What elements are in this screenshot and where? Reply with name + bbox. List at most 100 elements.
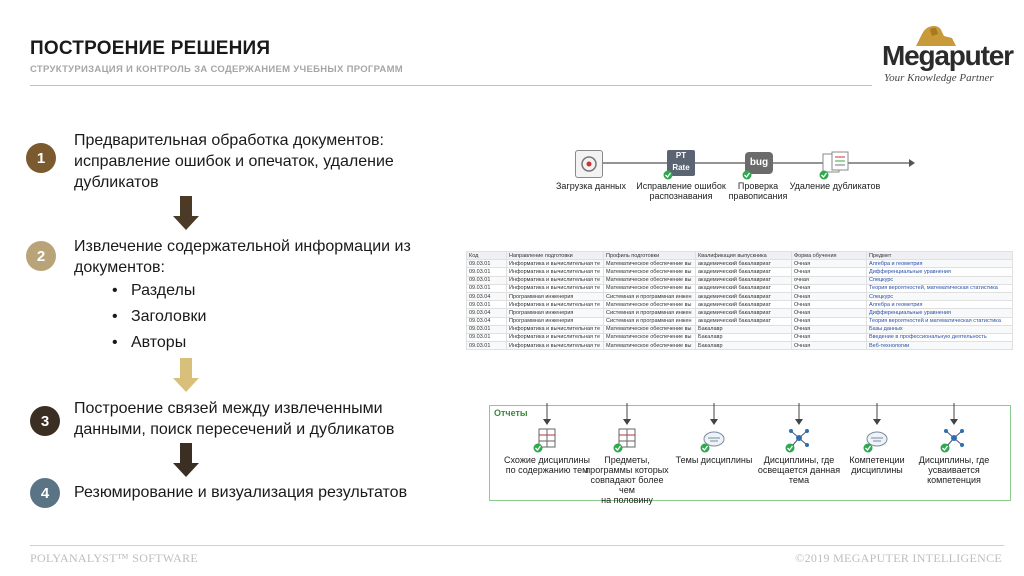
report-table-icon[interactable] [536, 427, 558, 449]
word-cloud-icon[interactable] [866, 427, 888, 449]
table-cell: Дифференциальные уравнения [866, 308, 1013, 318]
connector-arrow-icon [623, 403, 631, 425]
connector-arrow-icon [873, 403, 881, 425]
table-cell: академический бакалавриат [695, 291, 792, 302]
table-cell: академический бакалавриат [695, 283, 792, 293]
column-header[interactable]: Профиль подготовки [603, 250, 696, 261]
column-header[interactable]: Направление подготовки [506, 250, 604, 261]
table-cell: 09.03.01 [466, 259, 507, 269]
table-cell: 09.03.01 [466, 267, 507, 277]
table-cell: 09.03.04 [466, 316, 507, 326]
table-cell: Информатика и вычислительная те [506, 283, 604, 293]
check-icon [742, 170, 752, 180]
table-cell: Очная [791, 324, 867, 334]
column-header[interactable]: Предмет [866, 250, 1013, 261]
table-cell: Очная [791, 291, 867, 302]
table-cell: Алгебра и геометрия [866, 259, 1013, 269]
table-cell: академический бакалавриат [695, 308, 792, 318]
bullet-item: • Заголовки [112, 308, 207, 325]
table-cell: Математическое обеспечение вы [603, 259, 696, 269]
table-cell: 09.03.01 [466, 275, 507, 285]
table-cell: 09.03.01 [466, 324, 507, 334]
table-cell: Программная инженерия [506, 291, 604, 302]
header-divider [30, 85, 872, 86]
typo-correction-node[interactable]: PT Rate [667, 150, 695, 176]
table-cell: академический бакалавриат [695, 275, 792, 285]
table-cell: Системная и программная инжен [603, 291, 696, 302]
sphinx-logo-icon [916, 26, 956, 46]
data-source-icon [581, 156, 597, 172]
bullet-item: • Разделы [112, 282, 196, 299]
bullet-item: • Авторы [112, 334, 187, 351]
table-cell: Базы данных [866, 324, 1013, 334]
spell-check-node[interactable]: bug [745, 152, 773, 174]
connector-arrow-icon [950, 403, 958, 425]
check-icon [863, 443, 873, 453]
step-number-3: 3 [30, 406, 60, 436]
page-subtitle: СТРУКТУРИЗАЦИЯ И КОНТРОЛЬ ЗА СОДЕРЖАНИЕМ… [30, 64, 403, 75]
step-1-line-1: Предварительная обработка документов: [74, 132, 384, 149]
table-cell: 09.03.01 [466, 283, 507, 293]
check-icon [940, 443, 950, 453]
bullet-list: • Разделы • Заголовки • Авторы [112, 282, 206, 360]
step-4-line-1: Резюмирование и визуализация результатов [74, 484, 408, 501]
step-1-line-2: исправление ошибок и опечаток, удаление [74, 153, 394, 170]
word-cloud-icon[interactable] [703, 427, 725, 449]
step-1-text: Предварительная обработка документов: ис… [74, 130, 394, 193]
extracted-data-table: Код Направление подготовки Профиль подго… [466, 250, 1013, 351]
table-cell: Информатика и вычислительная те [506, 332, 604, 343]
table-cell: Очная [791, 341, 867, 351]
table-cell: Математическое обеспечение вы [603, 341, 696, 351]
table-cell: 09.03.04 [466, 308, 507, 318]
check-icon [533, 443, 543, 453]
table-cell: 09.03.01 [466, 332, 507, 343]
report-node-label: Темы дисциплины [675, 455, 753, 465]
table-cell: Очная [791, 332, 867, 343]
footer-left: POLYANALYST™ SOFTWARE [30, 551, 199, 565]
preprocessing-flow: PT Rate bug Загрузка данных Исправление … [555, 148, 915, 208]
table-cell: Очная [791, 267, 867, 277]
table-cell: 09.03.04 [466, 291, 507, 302]
step-3-text: Построение связей между извлеченными дан… [74, 398, 394, 440]
connector-arrow-icon [710, 403, 718, 425]
table-cell: Очная [791, 300, 867, 310]
check-icon [785, 443, 795, 453]
table-cell: Очная [791, 259, 867, 269]
table-cell: Программная инженерия [506, 316, 604, 326]
footer-divider [30, 545, 1004, 546]
step-4-text: Резюмирование и визуализация результатов [74, 482, 407, 503]
link-graph-icon[interactable] [788, 427, 810, 449]
dedup-node[interactable] [821, 150, 851, 176]
column-header[interactable]: Код [466, 250, 507, 261]
step-2-text: Извлечение содержательной информации из … [74, 236, 411, 278]
table-cell: Информатика и вычислительная те [506, 275, 604, 285]
table-cell: Математическое обеспечение вы [603, 267, 696, 277]
reports-panel [489, 405, 1011, 501]
report-table-icon[interactable] [616, 427, 638, 449]
table-cell: Системная и программная инжен [603, 316, 696, 326]
column-header[interactable]: Форма обучения [791, 250, 867, 261]
connector-arrow-icon [795, 403, 803, 425]
data-load-node[interactable] [575, 150, 603, 178]
flow-label: Удаление дубликатов [789, 181, 881, 191]
table-cell: Бакалавр [695, 332, 792, 343]
column-header[interactable]: Квалификация выпускника [695, 250, 792, 261]
table-cell: Математическое обеспечение вы [603, 275, 696, 285]
table-cell: Информатика и вычислительная те [506, 300, 604, 310]
table-cell: Программная инженерия [506, 308, 604, 318]
